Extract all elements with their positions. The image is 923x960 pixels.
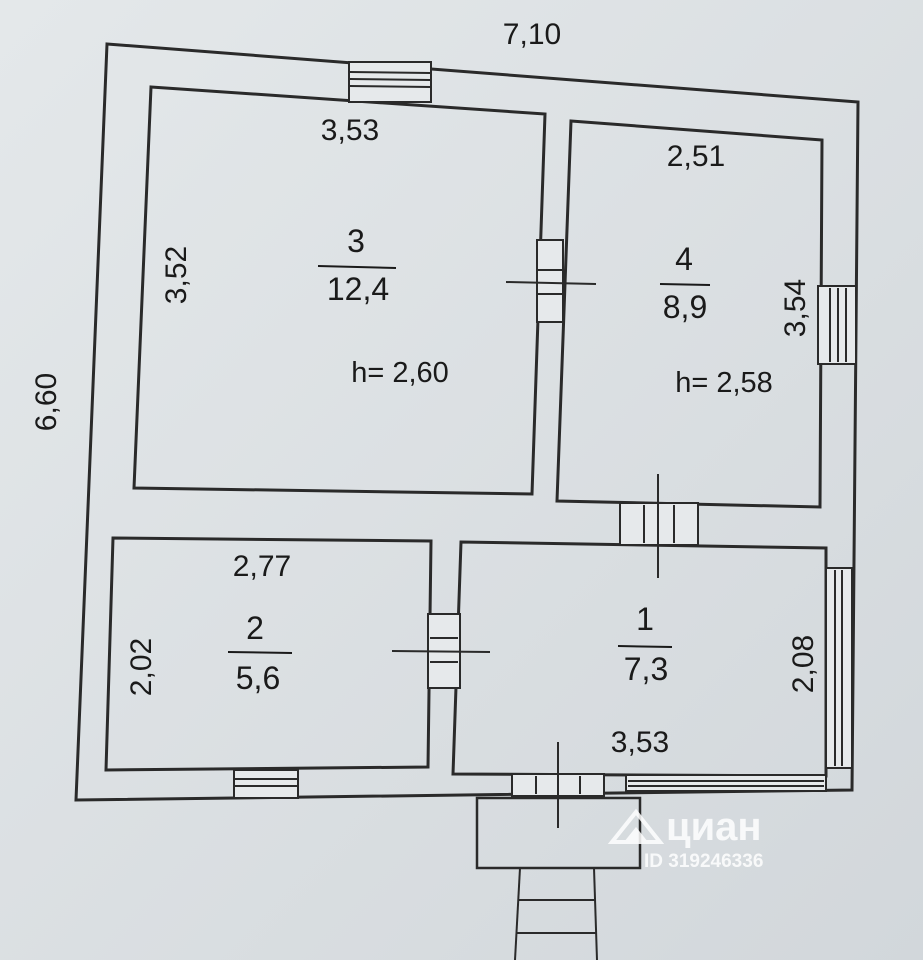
room-3-fraction-bar bbox=[317, 265, 397, 269]
room-4-depth-label: 3,54 bbox=[779, 279, 812, 337]
room-1-width-label: 3,53 bbox=[611, 726, 669, 759]
room-2-width-label: 2,77 bbox=[233, 550, 291, 583]
watermark-brand: циан bbox=[666, 805, 762, 849]
room-2-fraction-bar bbox=[227, 651, 293, 654]
room-1-number: 1 bbox=[636, 601, 654, 637]
room-3-number: 3 bbox=[347, 223, 365, 259]
door-room2-room1 bbox=[391, 613, 491, 689]
watermark-id: ID 319246336 bbox=[644, 851, 763, 872]
room-2-depth-label: 2,02 bbox=[125, 638, 158, 696]
watermark: циан ID 319246336 bbox=[607, 805, 763, 872]
room-4-outline bbox=[555, 119, 824, 509]
room-3-area: 12,4 bbox=[327, 271, 389, 307]
room-3-depth-label: 3,52 bbox=[160, 246, 193, 304]
room-1-fraction-bar bbox=[617, 645, 673, 648]
room-1-depth-label: 2,08 bbox=[787, 635, 820, 693]
overall-height-label: 6,60 bbox=[30, 373, 63, 431]
steps bbox=[514, 867, 598, 960]
window-bottom-left bbox=[233, 769, 299, 799]
cian-logo-icon bbox=[607, 808, 665, 844]
room-3-height-label: h= 2,60 bbox=[351, 357, 449, 389]
room-1-area: 7,3 bbox=[624, 651, 668, 687]
window-right-lower bbox=[825, 567, 853, 769]
window-top bbox=[348, 61, 432, 103]
room-2-area: 5,6 bbox=[236, 660, 280, 696]
overall-width-label: 7,10 bbox=[503, 18, 561, 51]
window-bottom-right bbox=[625, 774, 827, 792]
room-4-fraction-bar bbox=[659, 283, 711, 286]
window-right-upper bbox=[817, 285, 857, 365]
door-entrance bbox=[511, 742, 605, 828]
room-2-number: 2 bbox=[246, 610, 264, 646]
room-3-width-label: 3,53 bbox=[321, 114, 379, 147]
door-room4-room1 bbox=[619, 474, 699, 578]
room-3-outline bbox=[132, 85, 547, 496]
outer-wall bbox=[74, 42, 860, 802]
room-4-number: 4 bbox=[675, 241, 693, 277]
room-4-area: 8,9 bbox=[663, 289, 707, 325]
room-4-width-label: 2,51 bbox=[667, 140, 725, 173]
room-2-outline bbox=[104, 536, 433, 772]
door-room3-room4 bbox=[505, 239, 597, 323]
room-4-height-label: h= 2,58 bbox=[675, 367, 773, 399]
